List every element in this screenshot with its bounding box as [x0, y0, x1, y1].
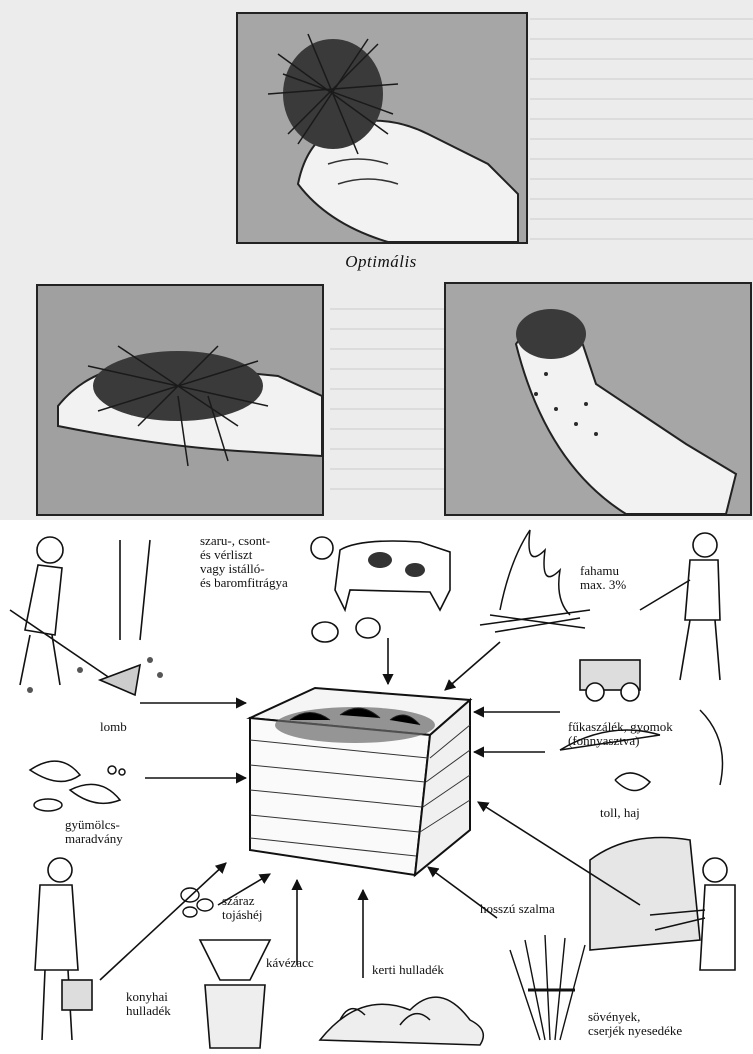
- coffee-filter-illustration: [200, 940, 270, 1048]
- garden-waste-illustration: [320, 997, 483, 1045]
- straw-bundle-illustration: [510, 935, 585, 1040]
- compost-ingredients-diagram: szaru-, csont- és vérliszt vagy istálló-…: [0, 520, 753, 1054]
- label-grass: fűkaszálék, gyomok (fonnyasztva): [568, 720, 673, 748]
- label-fruit: gyümölcs- maradvány: [65, 818, 123, 846]
- person-raking-illustration: [10, 537, 163, 695]
- background-text-right: [530, 0, 753, 240]
- label-eggshell: száraz tojáshéj: [222, 894, 262, 922]
- photo-wet-hand: [444, 282, 752, 516]
- fruit-scraps-illustration: [30, 761, 125, 811]
- person-mowing-illustration: [580, 533, 720, 701]
- cow-and-chickens-illustration: [311, 537, 450, 642]
- fire-ash-illustration: [480, 530, 590, 632]
- label-kitchen: konyhai hulladék: [126, 990, 171, 1018]
- eggshell-illustration: [181, 888, 213, 917]
- moisture-photos-section: Optimális: [0, 0, 753, 520]
- compost-bin: [250, 688, 470, 875]
- label-garden: kerti hulladék: [372, 963, 444, 977]
- label-straw: hosszú szalma: [480, 902, 555, 916]
- photo-optimal-hand: [236, 12, 528, 244]
- person-trimming-hedge-illustration: [590, 838, 735, 971]
- label-hedges: sövények, cserjék nyesedéke: [588, 1010, 682, 1038]
- woman-with-bucket-illustration: [35, 858, 92, 1040]
- label-leaves: lomb: [100, 720, 127, 734]
- caption-optimal: Optimális: [236, 252, 526, 272]
- label-coffee: kávézacc: [266, 956, 314, 970]
- arrow-ash: [445, 642, 500, 690]
- photo-dry-hand: [36, 284, 324, 516]
- arrow-kitchen: [100, 863, 226, 980]
- label-feathers: toll, haj: [600, 806, 640, 820]
- label-manure: szaru-, csont- és vérliszt vagy istálló-…: [200, 534, 288, 590]
- label-ash: fahamu max. 3%: [580, 564, 626, 592]
- background-text-middle: [330, 290, 445, 500]
